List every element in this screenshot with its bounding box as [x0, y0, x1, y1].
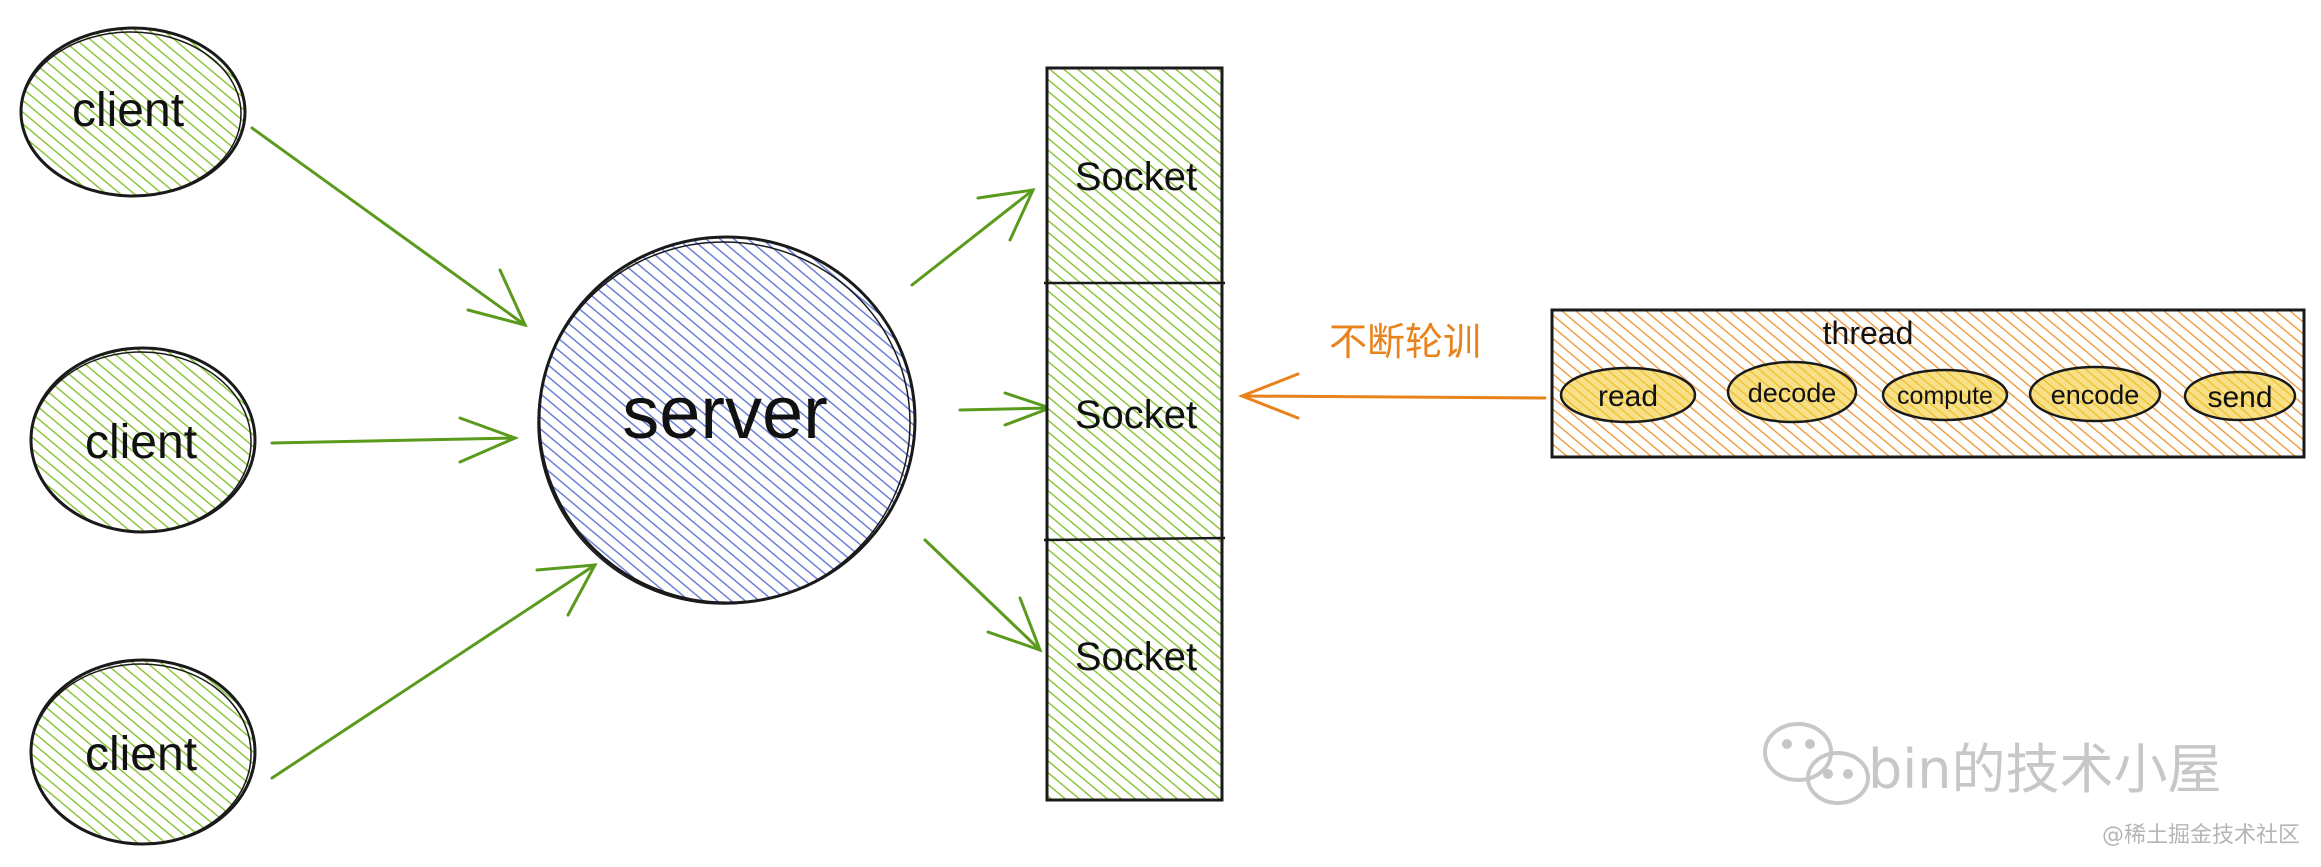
- op-label: read: [1598, 380, 1658, 413]
- polling-label: 不断轮训: [1329, 320, 1481, 364]
- client-node-3: client: [29, 658, 257, 846]
- thread-op-compute: compute: [1881, 368, 2009, 422]
- op-label: decode: [1748, 378, 1837, 408]
- socket-cell-1: Socket: [1075, 155, 1197, 199]
- server-label: server: [622, 371, 828, 454]
- watermark: bin的技术小屋: [1763, 722, 2222, 805]
- client-label: client: [85, 728, 197, 781]
- arrow-server-to-socket-2: [958, 391, 1055, 427]
- op-label: compute: [1897, 382, 1993, 410]
- thread-op-send: send: [2183, 370, 2297, 422]
- arrow-client2-to-server: [270, 416, 520, 464]
- client-node-1: client: [19, 26, 247, 198]
- socket-label: Socket: [1075, 635, 1197, 679]
- wechat-icon: [1763, 722, 1870, 805]
- server-node: server: [537, 235, 917, 605]
- watermark-brand: bin的技术小屋: [1868, 738, 2222, 801]
- client-label: client: [72, 84, 184, 137]
- thread-title: thread: [1823, 315, 1914, 351]
- op-label: encode: [2051, 380, 2140, 410]
- watermark-community: @稀土掘金技术社区: [2102, 823, 2300, 848]
- arrow-server-to-socket-1: [910, 188, 1036, 287]
- arrow-client3-to-server: [270, 563, 598, 780]
- thread-op-read: read: [1559, 366, 1697, 424]
- thread-op-decode: decode: [1726, 360, 1858, 424]
- arrow-server-to-socket-3: [923, 538, 1043, 653]
- polling-arrow: [1237, 372, 1547, 420]
- op-label: send: [2207, 381, 2272, 414]
- arrow-client1-to-server: [250, 126, 528, 328]
- client-label: client: [85, 416, 197, 469]
- client-node-2: client: [29, 346, 257, 534]
- socket-cell-3: Socket: [1075, 635, 1197, 679]
- thread-bar: thread read decode compute encode send: [1550, 308, 2306, 459]
- socket-cell-2: Socket: [1075, 393, 1197, 437]
- thread-op-encode: encode: [2028, 365, 2162, 423]
- socket-label: Socket: [1075, 393, 1197, 437]
- socket-label: Socket: [1075, 155, 1197, 199]
- socket-column: Socket Socket Socket: [1043, 66, 1226, 802]
